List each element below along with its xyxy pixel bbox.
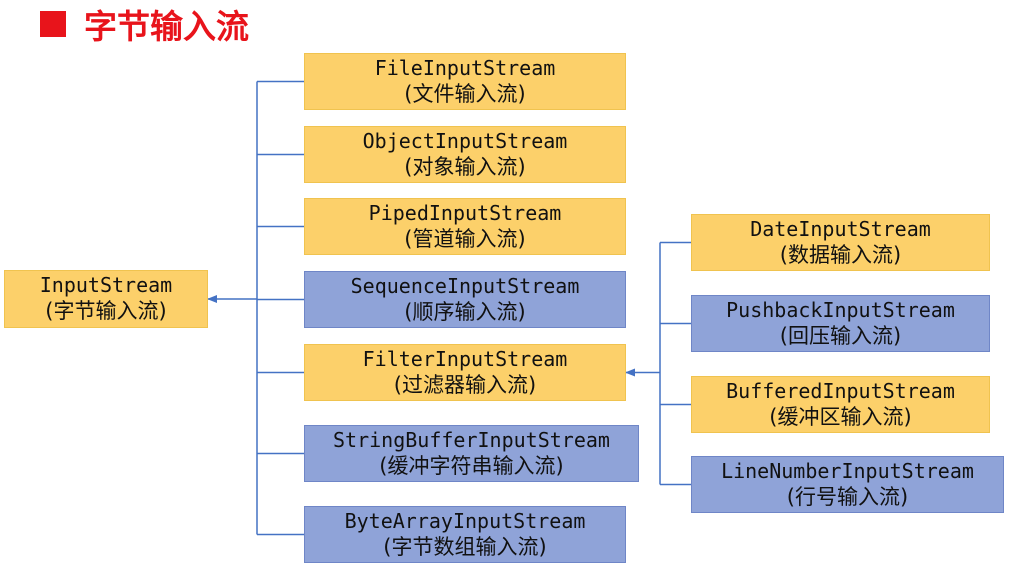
node-stringbufferinputstream: StringBufferInputStream (缓冲字符串输入流) — [304, 425, 639, 482]
node-description: (顺序输入流) — [404, 299, 526, 324]
node-class-name: FilterInputStream — [362, 346, 568, 371]
node-class-name: PushbackInputStream — [726, 297, 955, 322]
node-class-name: DateInputStream — [750, 216, 931, 241]
node-description: (数据输入流) — [779, 242, 902, 267]
node-description: (对象输入流) — [404, 154, 526, 179]
node-objectinputstream: ObjectInputStream (对象输入流) — [304, 126, 626, 183]
page-title: 字节输入流 — [40, 4, 249, 46]
node-description: (缓冲字符串输入流) — [379, 453, 564, 478]
node-bytearrayinputstream: ByteArrayInputStream (字节数组输入流) — [304, 506, 626, 563]
node-class-name: FileInputStream — [374, 55, 556, 80]
node-filterinputstream: FilterInputStream (过滤器输入流) — [304, 344, 626, 401]
node-dateinputstream: DateInputStream (数据输入流) — [691, 214, 990, 271]
node-description: (字节输入流) — [45, 299, 167, 324]
node-class-name: StringBufferInputStream — [333, 427, 610, 452]
node-description: (字节数组输入流) — [383, 534, 547, 559]
node-pipedinputstream: PipedInputStream (管道输入流) — [304, 198, 626, 255]
node-description: (过滤器输入流) — [393, 372, 537, 397]
node-sequenceinputstream: SequenceInputStream (顺序输入流) — [304, 271, 626, 328]
node-pushbackinputstream: PushbackInputStream (回压输入流) — [691, 295, 990, 352]
node-inputstream: InputStream (字节输入流) — [4, 270, 208, 328]
node-class-name: ByteArrayInputStream — [344, 508, 586, 533]
page-title-text: 字节输入流 — [84, 7, 249, 46]
node-linenumberinputstream: LineNumberInputStream (行号输入流) — [691, 456, 1004, 513]
node-class-name: BufferedInputStream — [726, 378, 955, 403]
node-description: (缓冲区输入流) — [769, 404, 912, 429]
node-class-name: ObjectInputStream — [362, 128, 568, 153]
node-description: (回压输入流) — [779, 323, 902, 348]
node-description: (文件输入流) — [404, 81, 526, 106]
node-bufferedinputstream: BufferedInputStream (缓冲区输入流) — [691, 376, 990, 433]
node-class-name: LineNumberInputStream — [721, 458, 974, 483]
node-class-name: PipedInputStream — [368, 200, 562, 225]
node-class-name: InputStream — [39, 273, 173, 298]
square-bullet-icon — [40, 11, 66, 37]
node-fileinputstream: FileInputStream (文件输入流) — [304, 53, 626, 110]
node-class-name: SequenceInputStream — [350, 273, 580, 298]
node-description: (行号输入流) — [786, 484, 909, 509]
node-description: (管道输入流) — [404, 226, 526, 251]
